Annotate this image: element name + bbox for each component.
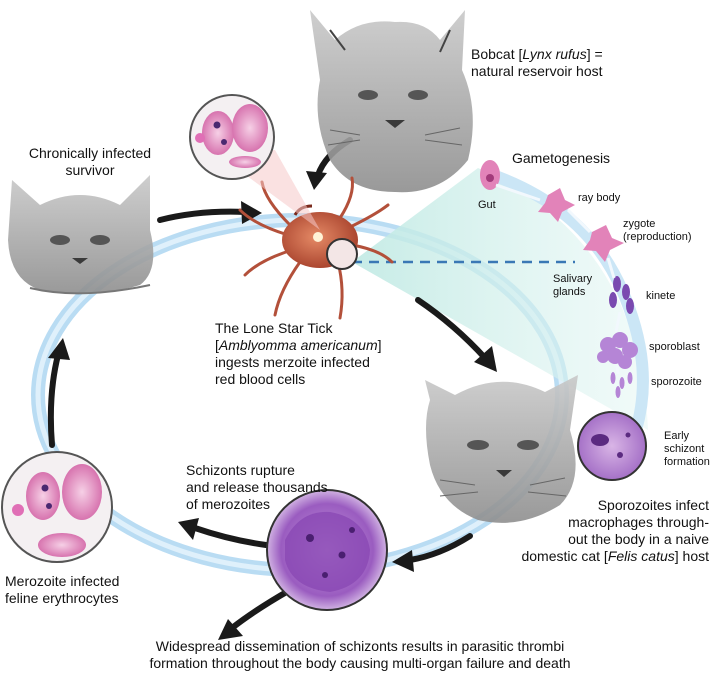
zygote-label-line1: zygote [623,218,656,230]
arrow-heads [48,171,497,640]
gametogenesis-wedge [352,168,648,430]
merozoite-label: Merozoite infected feline erythrocytes [5,573,119,607]
arrow-schizont-to-merozoite [192,525,269,548]
early-schizont-inset [577,411,647,481]
dissemination-caption: Widespread dissemination of schizonts re… [80,638,640,672]
arrowhead-schizont-to-merozoite [178,518,199,540]
arrowhead-dissemination [218,619,243,640]
arrowhead-tick-to-cat [474,346,497,372]
sporo-label-line4-end: ] host [674,548,709,564]
tick-gut-magnifier [326,238,358,270]
survivor-label-line2: survivor [65,162,115,178]
arrowhead-survivor-to-tick [241,201,262,224]
schizont-inset [266,489,388,611]
merozoite-label-line2: feline erythrocytes [5,590,119,606]
gametogenesis-stages [480,160,638,398]
gut-label: Gut [478,199,496,211]
bobcat-label: Bobcat [Lynx rufus] = natural reservoir … [471,46,603,80]
kinete-label: kinete [646,290,676,302]
arrow-merozoite-to-survivor [47,352,61,448]
salivary-glands-label: Salivary glands [553,273,592,299]
zygote-stage [583,225,624,262]
sporozoite-stage [610,372,633,398]
sporo-label-line3: out the body in a naive [568,531,709,547]
kinete-stage [609,276,634,314]
tick-label-line3: ingests merzoite infected [215,354,370,370]
tick-bracket-open: [ [215,337,219,353]
arrow-cat-to-schizont [407,533,473,563]
early-schizont-line1: Early [664,430,690,442]
schizont-label-line2: and release thousands [186,479,328,495]
bobcat-species-name: Lynx rufus [522,46,587,62]
bobcat-role-text: natural reservoir host [471,63,603,79]
merozoite-label-line1: Merozoite infected [5,573,120,589]
tick-label-line4: red blood cells [215,371,306,387]
arrowhead-cat-to-schizont [392,550,414,572]
caption-line1: Widespread dissemination of schizonts re… [155,638,565,654]
schizont-label-line3: of merozoites [186,496,271,512]
tick-bracket-close: ] [377,337,382,353]
cat-species-name: Felis catus [607,548,675,564]
sporozoite-label: sporozoite [651,376,702,388]
schizont-label-line1: Schizonts rupture [186,462,295,478]
zygote-label-line2: (reproduction) [623,231,692,243]
sporo-label-line1: Sporozoites infect [597,497,709,513]
arrowhead-merozoite-to-survivor [48,338,70,360]
domestic-cat-illustration [425,375,578,523]
arrowhead-bobcat-to-tick [306,171,327,190]
tick-label: The Lone Star Tick [Amblyomma americanum… [215,320,382,388]
bobcat-label-text: Bobcat [ [471,46,523,62]
bobcat-label-text-end: ] = [586,46,603,62]
ray-body-label: ray body [578,192,621,204]
ray-body-stage [538,188,575,222]
arrow-survivor-to-tick [157,208,248,223]
sporo-label-line2: macrophages through- [568,514,709,530]
survivor-label: Chronically infected survivor [5,145,175,179]
sporozoites-infect-label: Sporozoites infect macrophages through- … [498,497,709,565]
tick-illustration [238,176,394,320]
sporo-label-line4-start: domestic cat [ [521,548,608,564]
tick-label-line1: The Lone Star Tick [215,320,333,336]
rbc-inset-tick [189,94,275,180]
cycle-arrows [47,137,488,631]
arrow-tick-to-cat [415,297,488,361]
salivary-label-line1: Salivary [553,273,593,285]
bobcat-illustration [310,10,473,193]
sporoblast-stage [597,332,638,369]
schizont-rupture-label: Schizonts rupture and release thousands … [186,462,328,513]
survivor-cat-illustration [8,175,154,295]
arrow-dissemination [229,587,293,631]
sporoblast-label: sporoblast [649,341,700,353]
salivary-label-line2: glands [553,286,586,298]
early-schizont-line3: formation [664,456,710,468]
gametogenesis-label: Gametogenesis [512,150,611,166]
merozoite-rbc-inset [1,451,113,563]
caption-line2: formation throughout the body causing mu… [149,655,571,671]
survivor-label-line1: Chronically infected [28,145,152,161]
zygote-label: zygote (reproduction) [623,218,691,244]
early-schizont-line2: schizont [664,443,705,455]
gametogenesis-arc [482,166,649,432]
tick-species-name: Amblyomma americanum [218,337,378,353]
early-schizont-label: Early schizont formation [664,430,710,469]
